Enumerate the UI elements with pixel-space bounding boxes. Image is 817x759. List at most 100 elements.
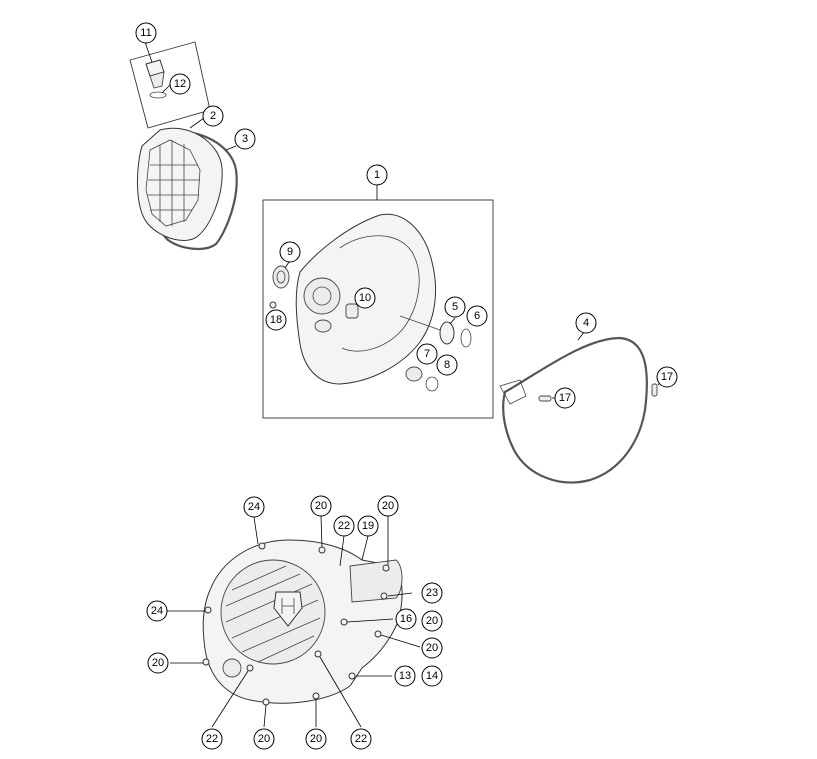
- water-outlet-housing: [349, 559, 403, 603]
- cover-grille-disc: [220, 559, 326, 665]
- callout-9: 9: [279, 241, 301, 263]
- shaft-seal-9: [272, 265, 290, 289]
- callout-label: 17: [559, 392, 571, 404]
- callout-20-right-b: 20: [421, 637, 443, 659]
- dowel-17-right: [651, 383, 658, 397]
- shaft: [399, 315, 441, 331]
- lower-seal: [314, 319, 332, 333]
- callout-1: 1: [366, 164, 388, 186]
- leader-3: [225, 145, 237, 151]
- callout-20-top-a: 20: [310, 495, 332, 517]
- circlip-6: [460, 328, 472, 348]
- callout-2: 2: [202, 105, 224, 127]
- callout-label: 24: [248, 501, 260, 513]
- callout-label: 22: [206, 733, 218, 745]
- leader-12: [161, 84, 171, 94]
- callout-label: 20: [152, 657, 164, 669]
- callout-19: 19: [357, 515, 379, 537]
- bearing-5: [439, 321, 455, 345]
- callout-label: 11: [140, 27, 151, 39]
- callout-14: 14: [421, 665, 443, 687]
- leader-9: [284, 261, 290, 269]
- callout-13: 13: [394, 665, 416, 687]
- callout-label: 23: [426, 587, 438, 599]
- callout-3: 3: [234, 128, 256, 150]
- callout-6: 6: [466, 305, 488, 327]
- callout-label: 8: [444, 359, 450, 371]
- callout-22-bottom-right: 22: [350, 728, 372, 750]
- callout-20-bottom-b: 20: [305, 728, 327, 750]
- callout-20-bottom-a: 20: [253, 728, 275, 750]
- callout-label: 7: [424, 348, 430, 360]
- inspection-cap: [222, 658, 242, 678]
- callout-20-left: 20: [147, 652, 169, 674]
- circlip-8: [425, 376, 439, 392]
- leader-2: [189, 117, 205, 129]
- callout-17-left: 17: [554, 387, 576, 409]
- callout-label: 20: [315, 500, 327, 512]
- dowel-10: [345, 303, 359, 319]
- callout-20-right-a: 20: [421, 610, 443, 632]
- callout-label: 13: [399, 670, 411, 682]
- callout-label: 2: [210, 110, 216, 122]
- callout-label: 22: [355, 733, 367, 745]
- callout-label: 17: [661, 371, 673, 383]
- outer-clutch-cover-group: [136, 117, 238, 250]
- inner-cover-rib: [339, 235, 420, 352]
- outer-cover-2: [136, 127, 223, 241]
- callout-5: 5: [444, 296, 466, 318]
- callout-label: 5: [452, 301, 458, 313]
- brand-logo-icon: [273, 591, 303, 627]
- callout-label: 20: [426, 642, 438, 654]
- cover-grille-slats: [225, 565, 321, 663]
- engine-cover-leaders: [167, 515, 421, 728]
- callout-17-right: 17: [656, 366, 678, 388]
- seal-7: [405, 366, 423, 382]
- cover-grille: [145, 139, 201, 227]
- callout-label: 20: [258, 733, 270, 745]
- callout-7: 7: [416, 343, 438, 365]
- screw-18: [269, 301, 277, 309]
- callout-10: 10: [354, 287, 376, 309]
- callout-label: 20: [310, 733, 322, 745]
- engine-cover-group: [167, 515, 421, 728]
- callout-12: 12: [169, 73, 191, 95]
- leader-11: [144, 41, 153, 63]
- pump-housing-bore: [312, 286, 332, 306]
- oil-filler-plug-group: [129, 41, 211, 129]
- inner-cover-gasket-group: [499, 331, 663, 484]
- callout-16: 16: [395, 608, 417, 630]
- callout-label: 14: [426, 670, 438, 682]
- gasket-tab: [499, 379, 527, 405]
- callout-label: 16: [400, 613, 412, 625]
- callout-18: 18: [265, 309, 287, 331]
- pump-housing: [303, 277, 341, 315]
- callout-23: 23: [421, 582, 443, 604]
- callout-label: 24: [151, 605, 163, 617]
- callout-label: 19: [362, 520, 374, 532]
- callout-8: 8: [436, 354, 458, 376]
- callout-label: 1: [374, 169, 380, 181]
- callout-label: 20: [426, 615, 438, 627]
- callout-24-left: 24: [146, 600, 168, 622]
- callout-label: 18: [270, 314, 282, 326]
- callout-20-top-b: 20: [377, 495, 399, 517]
- leader-4: [577, 331, 585, 341]
- inner-cover-detail-box: [262, 199, 494, 419]
- callout-22-top: 22: [333, 515, 355, 537]
- callout-label: 12: [174, 78, 186, 90]
- callout-label: 3: [242, 133, 248, 145]
- callout-label: 4: [583, 317, 589, 329]
- callout-24-top: 24: [243, 496, 265, 518]
- callout-label: 9: [287, 246, 293, 258]
- callout-label: 22: [338, 520, 350, 532]
- callout-22-bottom-left: 22: [201, 728, 223, 750]
- dowel-17-left: [538, 395, 552, 402]
- leader-5: [449, 317, 456, 325]
- o-ring-12: [149, 91, 167, 99]
- inner-cover-gasket-4: [502, 336, 648, 484]
- callout-4: 4: [575, 312, 597, 334]
- callout-11: 11: [135, 22, 157, 44]
- callout-label: 10: [359, 292, 371, 304]
